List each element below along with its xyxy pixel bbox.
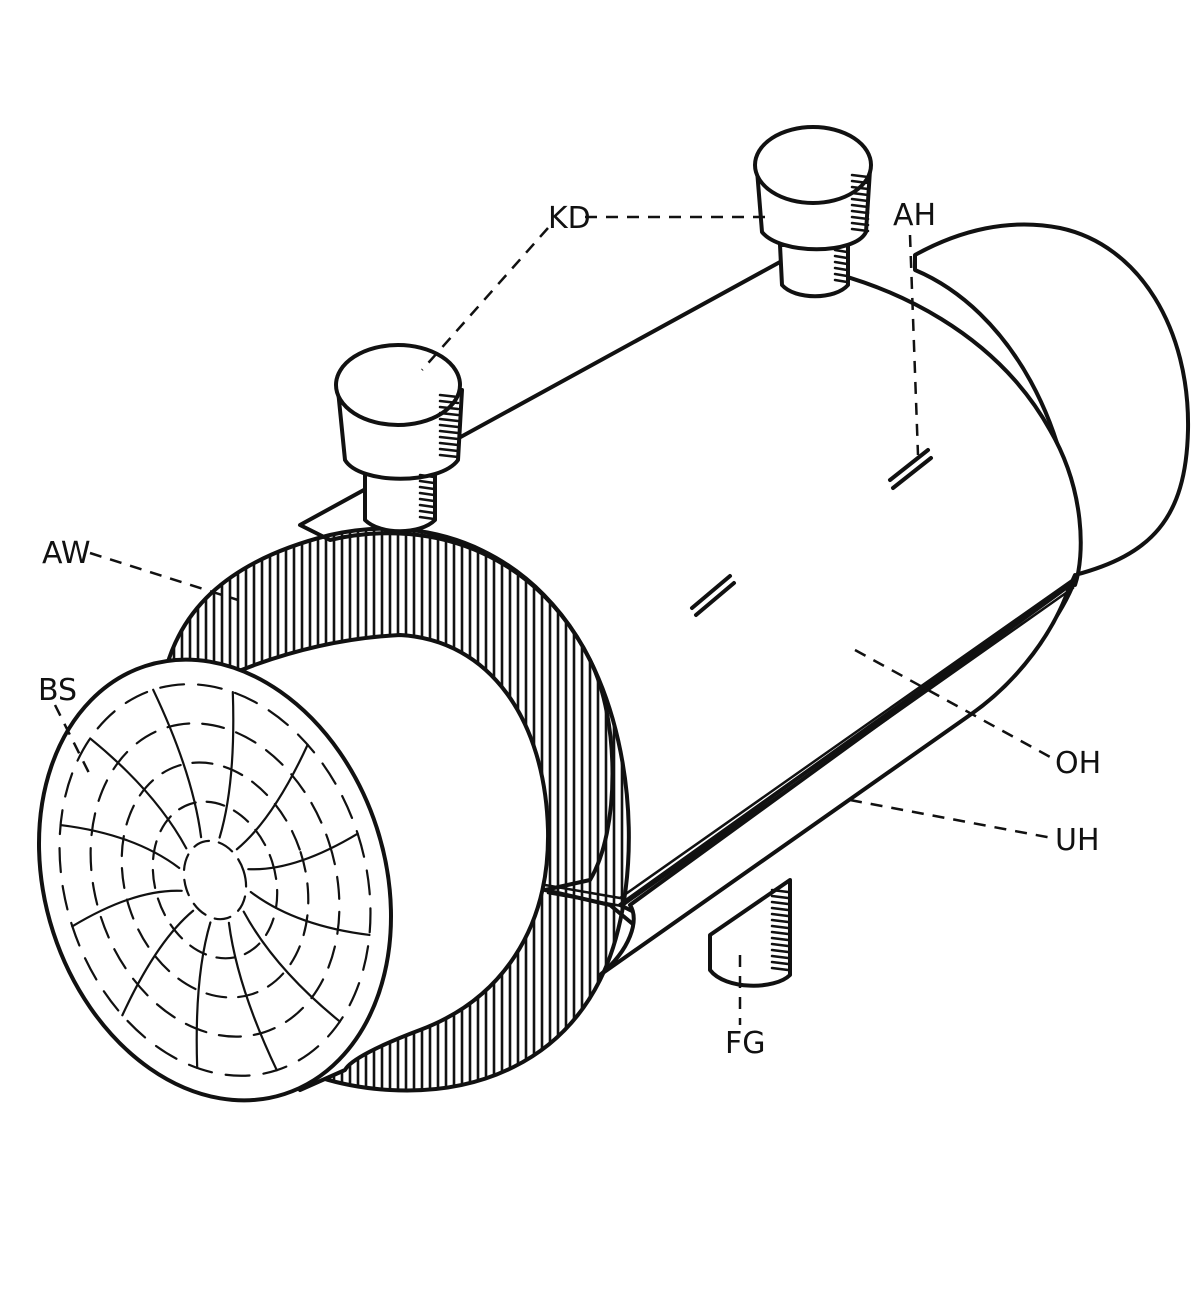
leader-uh (849, 798, 1053, 840)
end-face-texture (58, 683, 372, 1077)
leader-oh (854, 648, 1053, 760)
label-fg: FG (725, 1026, 766, 1061)
label-oh: OH (1055, 746, 1101, 781)
leader-kd-left (421, 227, 549, 371)
label-uh: UH (1055, 823, 1100, 858)
housing-underside (598, 583, 1072, 977)
slot-upper (888, 448, 933, 490)
slot-lower (690, 574, 736, 617)
label-aw: AW (42, 536, 91, 571)
cap-left (334, 343, 464, 534)
label-bs: BS (38, 673, 77, 708)
label-kd: KD (548, 201, 591, 236)
back-end-cap (913, 222, 1191, 577)
leader-ah (908, 234, 920, 456)
pipe-end-face (37, 657, 393, 1103)
cap-right (753, 125, 873, 299)
shell-seam (543, 576, 1077, 900)
label-ah: AH (893, 198, 936, 233)
leader-aw (89, 551, 239, 602)
foot-leg (708, 878, 792, 988)
leader-bs (53, 704, 92, 776)
